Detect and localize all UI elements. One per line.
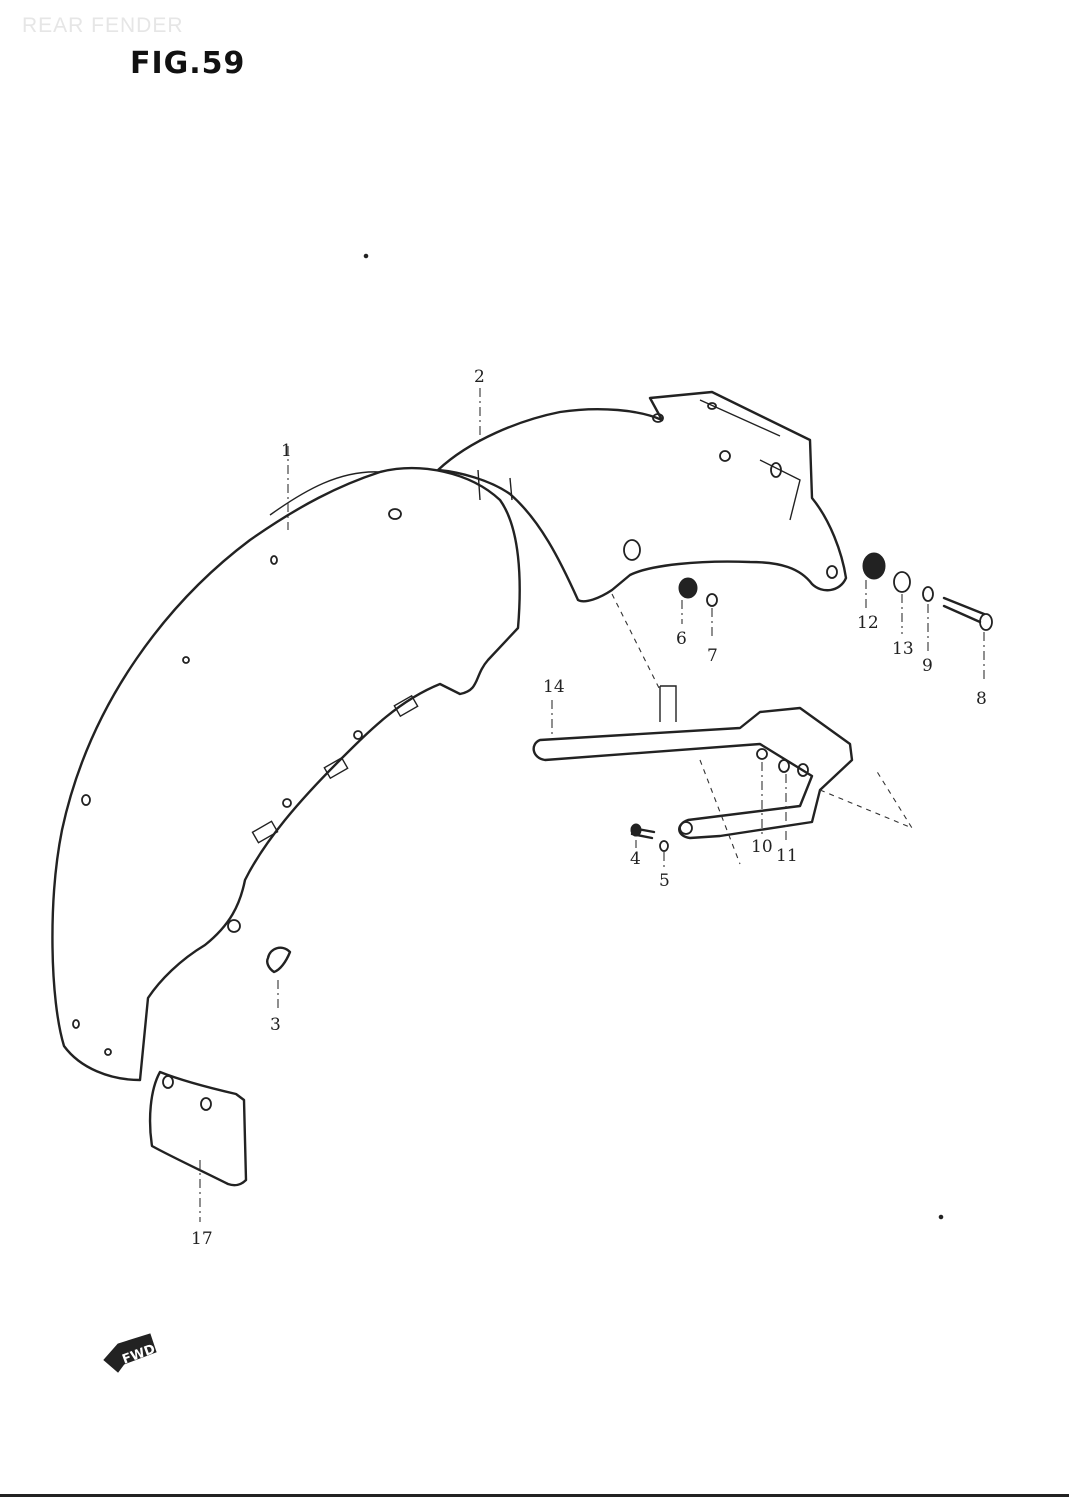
part-6-nut <box>678 577 698 599</box>
callout-12: 12 <box>857 613 879 633</box>
callout-11: 11 <box>776 846 798 866</box>
leader-lines <box>199 388 985 1222</box>
fender-bracket <box>532 685 854 840</box>
part-8-bolt <box>942 596 986 624</box>
callout-8: 8 <box>976 689 987 709</box>
callouts: 1 2 3 4 5 6 7 8 9 10 11 12 13 14 17 <box>191 367 987 1249</box>
print-speck <box>363 253 369 259</box>
callout-4: 4 <box>630 849 641 869</box>
callout-10: 10 <box>751 837 773 857</box>
inner-fender <box>436 390 848 603</box>
part-9-washer <box>922 586 934 602</box>
callout-1: 1 <box>281 441 292 461</box>
callout-6: 6 <box>676 629 687 649</box>
part-7-washer <box>706 593 718 607</box>
hardware <box>630 552 993 852</box>
callout-9: 9 <box>922 656 933 676</box>
bottom-rule <box>0 1494 1069 1497</box>
callout-5: 5 <box>659 871 670 891</box>
callout-3: 3 <box>270 1015 281 1035</box>
callout-13: 13 <box>892 639 914 659</box>
callout-7: 7 <box>707 646 718 666</box>
forward-arrow-icon <box>103 1333 157 1373</box>
mud-flap <box>148 1070 248 1187</box>
part-13-collar <box>893 571 911 593</box>
callout-2: 2 <box>474 367 485 387</box>
header-title: REAR FENDER <box>22 14 184 37</box>
fwd-badge: FWD <box>103 1333 158 1373</box>
part-12-cushion <box>862 552 886 580</box>
clip-part <box>266 946 292 974</box>
rear-fender-body <box>51 467 521 1082</box>
figure-label: FIG.59 <box>130 46 246 81</box>
part-5-washer <box>659 840 669 852</box>
callout-14: 14 <box>543 677 565 697</box>
print-speck <box>938 1214 944 1220</box>
callout-17: 17 <box>191 1229 213 1249</box>
